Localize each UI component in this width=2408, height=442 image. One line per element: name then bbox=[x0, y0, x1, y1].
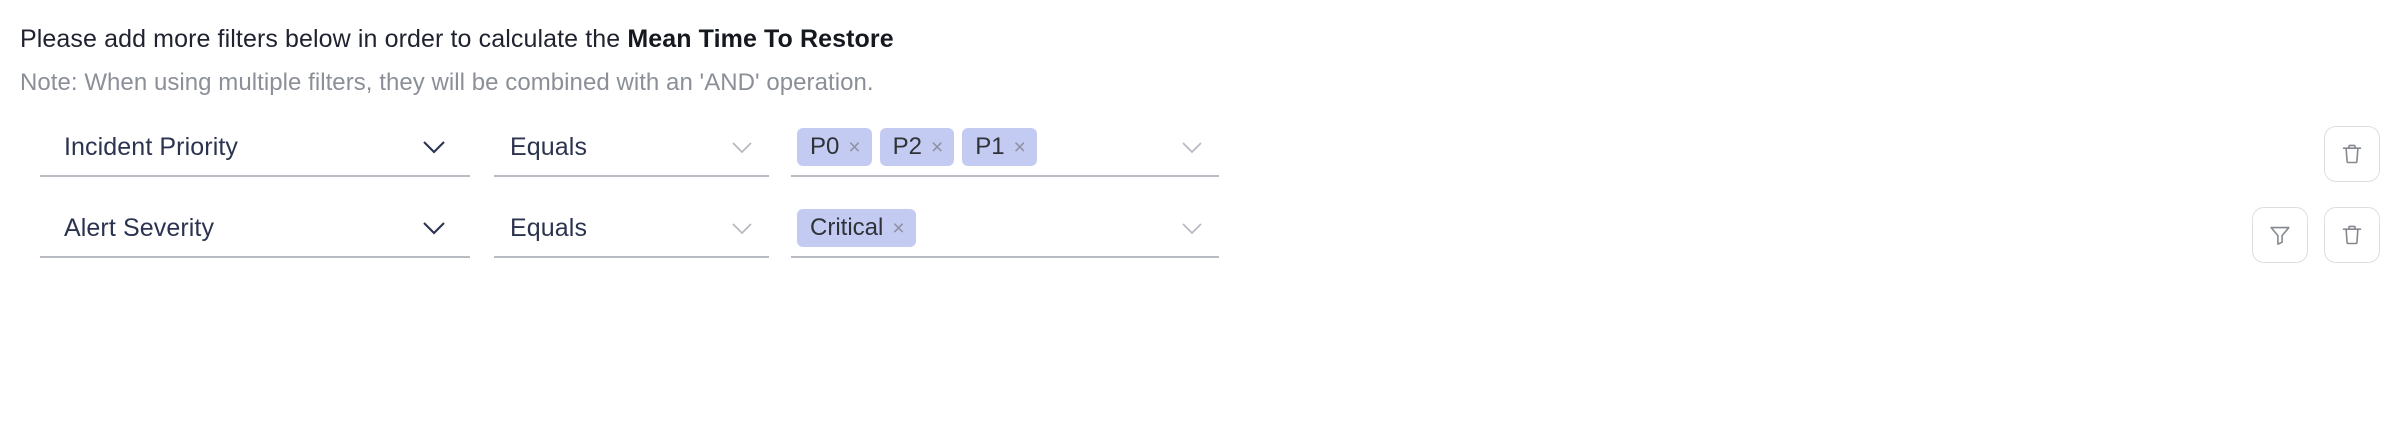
chevron-down-icon bbox=[1182, 142, 1202, 154]
value-chip[interactable]: P2 × bbox=[879, 128, 955, 166]
add-subfilter-button[interactable] bbox=[2252, 207, 2308, 263]
values-multiselect-row1[interactable]: P0 × P2 × P1 × bbox=[791, 119, 1219, 177]
operator-select-row2[interactable]: Equals bbox=[494, 200, 769, 258]
chevron-down-icon bbox=[423, 222, 445, 235]
close-icon[interactable]: × bbox=[848, 135, 861, 159]
page-title-prefix: Please add more filters below in order t… bbox=[20, 25, 628, 53]
filter-row: Incident Priority Equals P0 × bbox=[0, 119, 2408, 200]
value-chip-label: P2 bbox=[892, 133, 922, 160]
chevron-down-icon bbox=[732, 142, 752, 154]
value-chip[interactable]: P0 × bbox=[797, 128, 872, 166]
delete-filter-button[interactable] bbox=[2324, 207, 2380, 263]
chevron-down-icon bbox=[732, 223, 752, 235]
trash-icon bbox=[2342, 144, 2362, 164]
attribute-select-row1[interactable]: Incident Priority bbox=[40, 119, 470, 177]
chip-list-row1: P0 × P2 × P1 × bbox=[797, 128, 1179, 166]
operator-select-row1[interactable]: Equals bbox=[494, 119, 769, 177]
page-title: Please add more filters below in order t… bbox=[20, 24, 2408, 54]
value-chip-label: P0 bbox=[810, 133, 840, 160]
value-chip[interactable]: Critical × bbox=[797, 209, 916, 247]
operator-select-value-row1: Equals bbox=[510, 132, 588, 161]
row-actions-row1 bbox=[2324, 126, 2380, 182]
value-chip-label: P1 bbox=[975, 133, 1005, 160]
attribute-select-value-row2: Alert Severity bbox=[64, 213, 215, 242]
chevron-down-icon bbox=[1182, 223, 1202, 235]
operator-select-value-row2: Equals bbox=[510, 213, 588, 242]
delete-filter-button[interactable] bbox=[2324, 126, 2380, 182]
funnel-filter-icon bbox=[2270, 226, 2290, 245]
attribute-select-value-row1: Incident Priority bbox=[64, 132, 238, 161]
attribute-select-row2[interactable]: Alert Severity bbox=[40, 200, 470, 258]
close-icon[interactable]: × bbox=[930, 135, 944, 159]
chip-list-row2: Critical × bbox=[797, 209, 1179, 247]
value-chip-label: Critical bbox=[810, 214, 884, 241]
trash-icon bbox=[2342, 225, 2362, 245]
close-icon[interactable]: × bbox=[892, 216, 905, 240]
values-multiselect-row2[interactable]: Critical × bbox=[791, 200, 1219, 258]
value-chip[interactable]: P1 × bbox=[962, 128, 1037, 166]
page-title-metric: Mean Time To Restore bbox=[627, 25, 894, 53]
note-text: Note: When using multiple filters, they … bbox=[20, 69, 874, 96]
close-icon[interactable]: × bbox=[1013, 135, 1026, 159]
chevron-down-icon bbox=[423, 141, 445, 154]
filter-rows: Incident Priority Equals P0 × bbox=[0, 119, 2408, 281]
row-actions-row2 bbox=[2252, 207, 2380, 263]
filter-row: Alert Severity Equals Critical × bbox=[0, 200, 2408, 281]
header-area: Please add more filters below in order t… bbox=[0, 0, 2408, 97]
